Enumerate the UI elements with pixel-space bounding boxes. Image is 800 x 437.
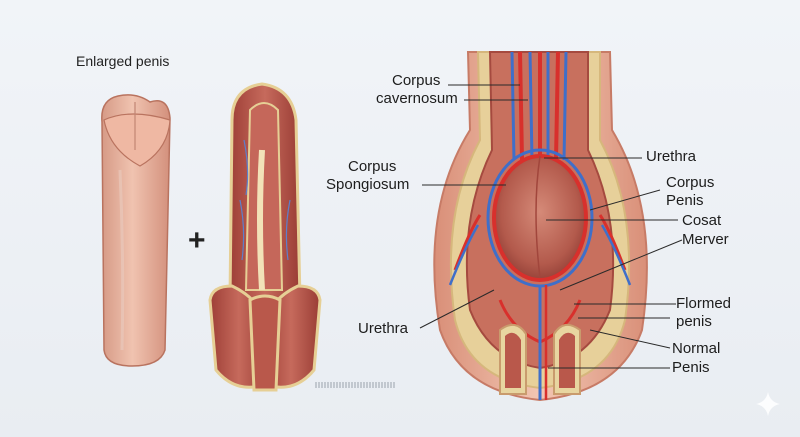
cross-section-figure: [433, 51, 648, 402]
figure-title: Enlarged penis: [76, 53, 170, 69]
label-corpus-spongiosum-line1: Corpus: [348, 158, 397, 175]
label-cosat-merver-line1: Cosat: [682, 212, 722, 229]
label-corpus-spongiosum-line2: Spongiosum: [326, 176, 410, 193]
label-urethra-left: Urethra: [358, 320, 409, 337]
label-corpus-penis-line1: Corpus: [666, 174, 715, 191]
label-normal-penis-line2: Penis: [672, 359, 710, 376]
label-corpus-cavernosum-line1: Corpus: [392, 72, 441, 89]
label-flormed-penis-line1: Flormed: [676, 295, 732, 312]
leader-lines: [419, 84, 683, 369]
label-corpus-penis-line2: Penis: [666, 192, 704, 209]
label-cosat-merver-line2: Merver: [682, 231, 729, 248]
scale-ticks: [315, 382, 395, 388]
normal-shaft-figure: [101, 94, 171, 367]
label-normal-penis-line1: Normal: [672, 340, 721, 357]
plus-sign: +: [188, 224, 206, 257]
label-flormed-penis-line2: penis: [676, 313, 712, 330]
label-corpus-cavernosum-line2: cavernosum: [376, 90, 458, 107]
label-urethra-top: Urethra: [646, 148, 697, 165]
dissected-shaft-figure: [208, 82, 322, 392]
sparkle-icon: [756, 392, 780, 416]
